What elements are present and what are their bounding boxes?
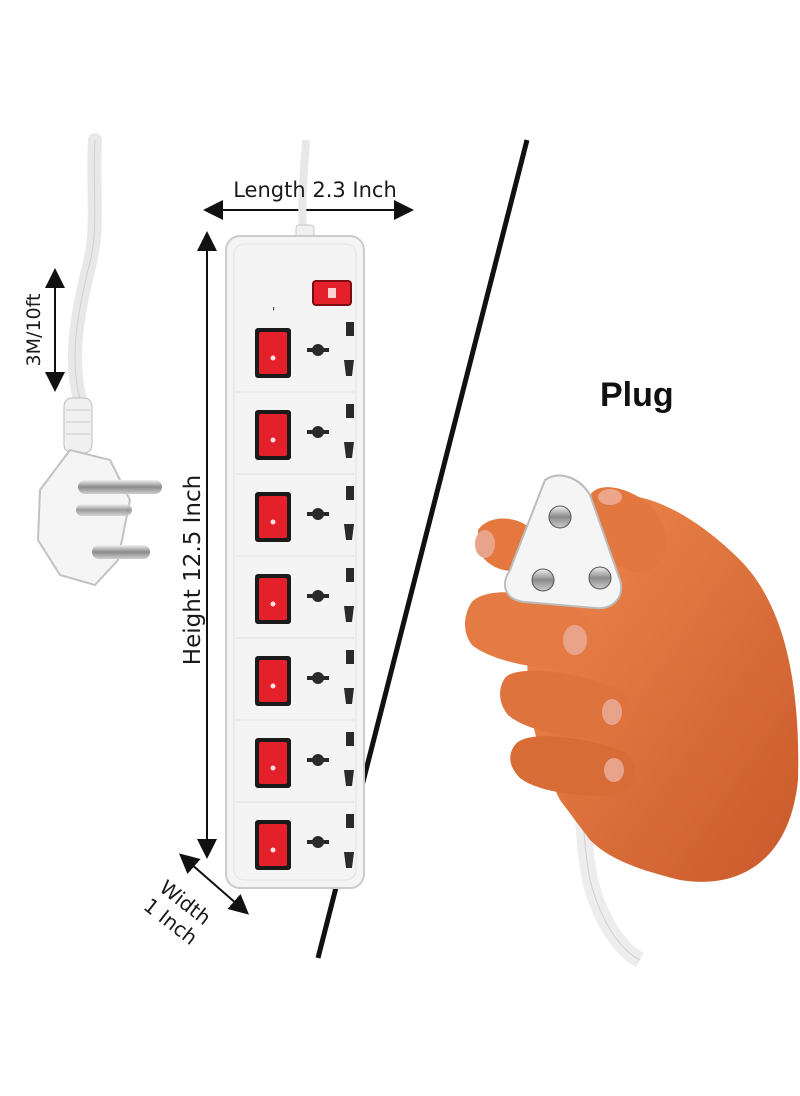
- socket-hole: [312, 754, 324, 766]
- socket-hole: [312, 836, 324, 848]
- svg-text:': ': [272, 305, 275, 319]
- socket-slot: [344, 852, 354, 868]
- outlet-unit: [236, 637, 354, 706]
- socket-slot: [346, 568, 354, 582]
- hand-with-plug: [465, 474, 799, 968]
- socket-slot: [346, 322, 354, 336]
- socket-slot: [344, 360, 354, 376]
- socket-slot: [344, 606, 354, 622]
- plug-label: Plug: [600, 376, 674, 414]
- outlet-unit: [236, 801, 354, 870]
- socket-hole: [312, 344, 324, 356]
- outlet-unit: [236, 473, 354, 542]
- outlet-unit: [236, 719, 354, 788]
- cable-plug-left: [36, 133, 162, 587]
- socket-slot: [346, 650, 354, 664]
- cable-length-label: 3M/10ft: [23, 293, 45, 367]
- socket-slot: [344, 442, 354, 458]
- socket-slot: [344, 524, 354, 540]
- width-arrow: [178, 853, 250, 915]
- socket-slot: [346, 814, 354, 828]
- length-label: Length 2.3 Inch: [233, 178, 397, 202]
- socket-hole: [312, 508, 324, 520]
- height-label: Height 12.5 Inch: [180, 474, 206, 666]
- socket-slot: [344, 688, 354, 704]
- socket-hole: [312, 426, 324, 438]
- socket-slot: [346, 486, 354, 500]
- socket-hole: [312, 590, 324, 602]
- power-strip: ': [225, 235, 365, 889]
- outlet-unit: [236, 391, 354, 460]
- outlet-unit: [255, 322, 354, 378]
- socket-hole: [312, 672, 324, 684]
- outlet-units: [236, 322, 354, 870]
- socket-slot: [346, 732, 354, 746]
- socket-slot: [344, 770, 354, 786]
- outlet-unit: [236, 555, 354, 624]
- socket-slot: [346, 404, 354, 418]
